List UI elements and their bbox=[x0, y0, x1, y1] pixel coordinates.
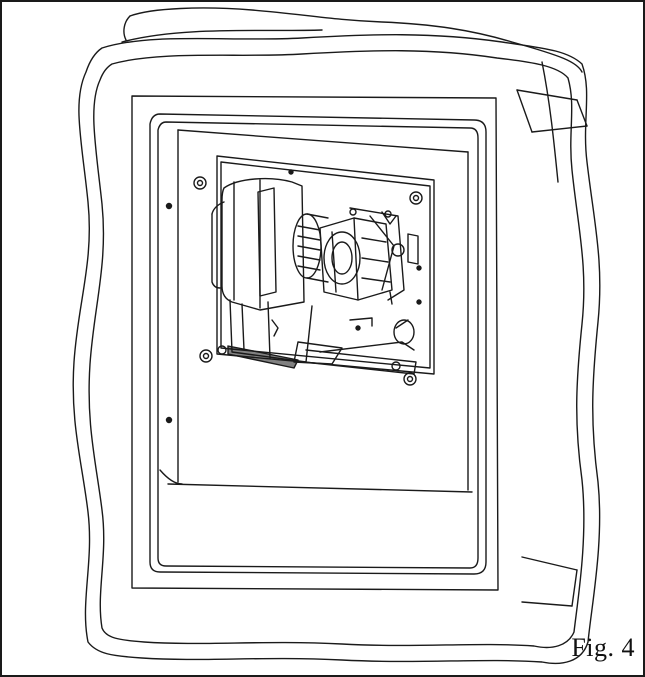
damper-assembly bbox=[303, 317, 417, 375]
outer-trim bbox=[72, 29, 601, 665]
mount-screw bbox=[193, 176, 423, 386]
motor bbox=[319, 207, 419, 305]
blower-housing bbox=[211, 177, 343, 369]
recessed-opening bbox=[131, 95, 499, 591]
figure-caption: Fig. 4 bbox=[571, 633, 635, 662]
housing-depth bbox=[123, 7, 588, 607]
